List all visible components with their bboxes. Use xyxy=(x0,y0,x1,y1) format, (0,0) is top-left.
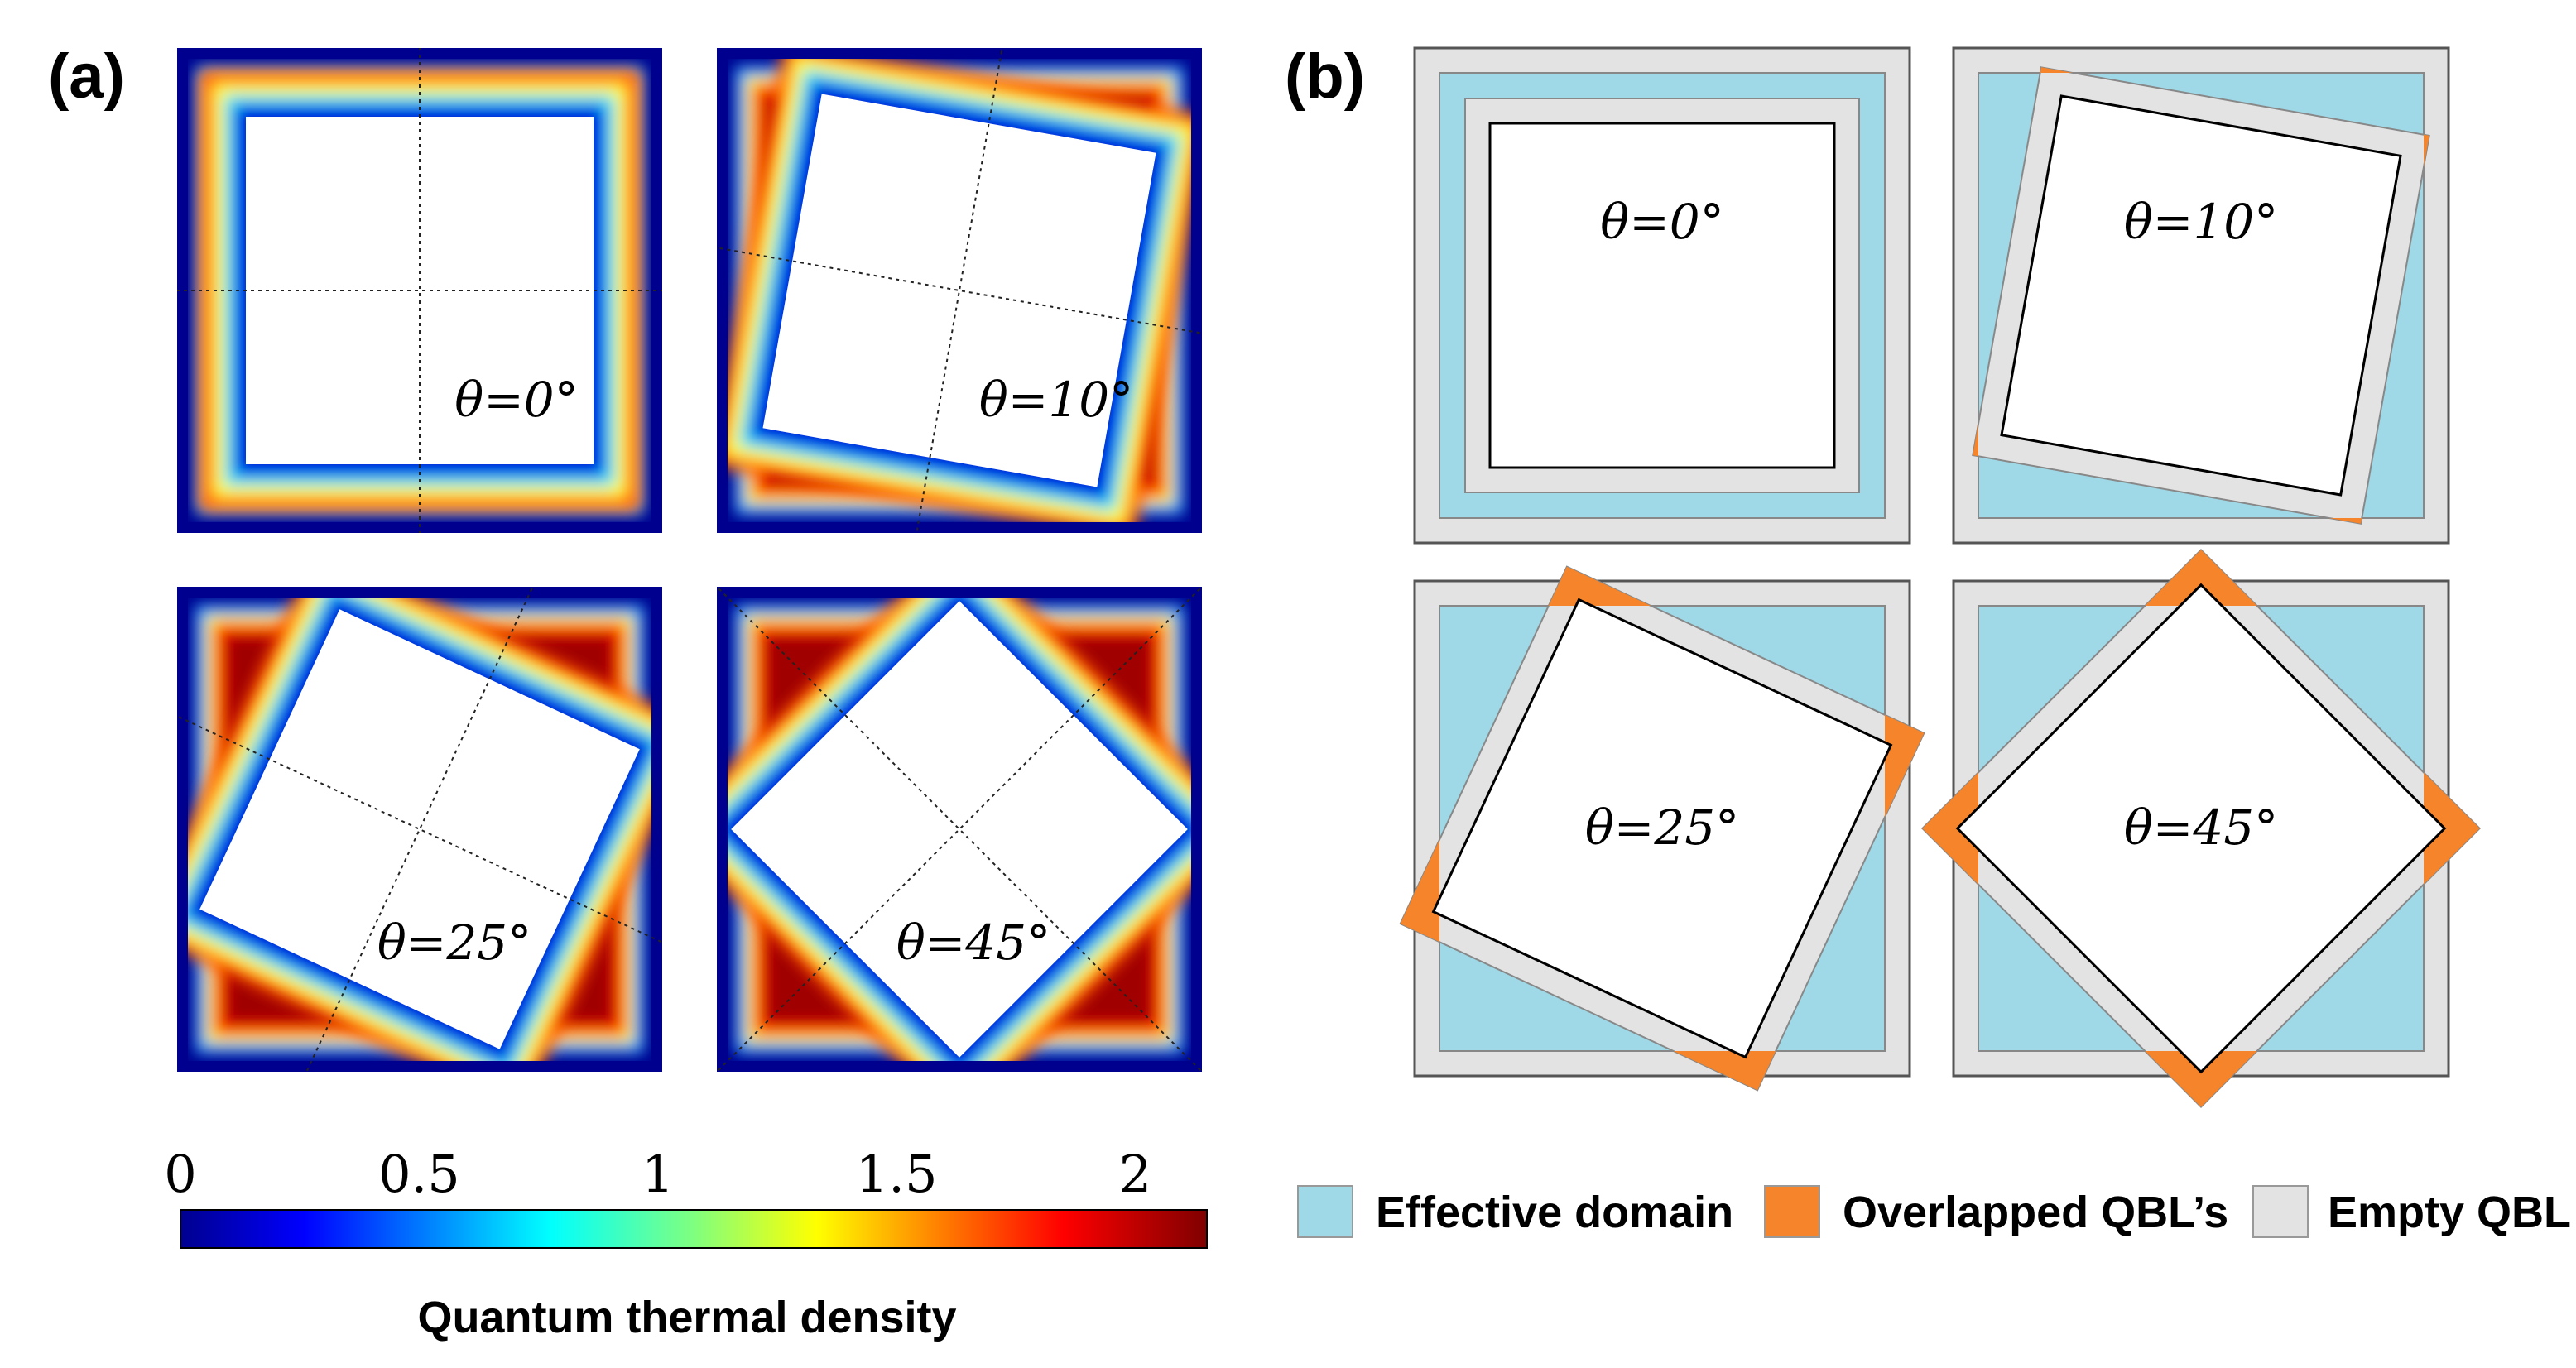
colorbar-tick-label: 0.5 xyxy=(378,1144,460,1204)
inner-square xyxy=(199,609,640,1049)
schematic-panel: θ=45° xyxy=(1920,548,2482,1109)
colorbar-gradient xyxy=(180,1209,1208,1249)
colorbar-tick-label: 1 xyxy=(642,1144,674,1204)
theta-label: θ=10° xyxy=(979,372,1133,428)
colorbar-title: Quantum thermal density xyxy=(417,1293,956,1342)
theta-label: θ=25° xyxy=(377,914,531,971)
inner-square xyxy=(1488,122,1836,469)
heatmap-panel: θ=45° xyxy=(717,587,1202,1072)
heatmap-panel: θ=25° xyxy=(177,587,662,1072)
inner-square xyxy=(762,94,1156,487)
colorbar-tick-label: 1.5 xyxy=(856,1144,938,1204)
legend-swatch-overlap xyxy=(1764,1185,1820,1238)
schematic-panel: θ=0° xyxy=(1413,46,1911,545)
legend-label-overlap: Overlapped QBL’s xyxy=(1843,1188,2228,1237)
theta-label: θ=10° xyxy=(2124,194,2278,250)
colorbar: 0 0.5 1 1.5 2 Quantum thermal density xyxy=(164,1144,1208,1342)
theta-label: θ=25° xyxy=(1585,799,1739,856)
colorbar-ticks: 0 0.5 1 1.5 2 xyxy=(164,1144,1151,1204)
inner-square xyxy=(1431,598,1893,1059)
inner-square xyxy=(246,117,594,464)
theta-label: θ=45° xyxy=(896,914,1050,971)
heatmap-panel: θ=0° xyxy=(177,48,662,533)
panel-label-b: (b) xyxy=(1285,41,1365,112)
schematic-panel: θ=25° xyxy=(1399,565,1925,1092)
inner-square xyxy=(1955,583,2447,1074)
overlapped-qbl xyxy=(1922,550,2480,1107)
legend-label-empty: Empty QBL xyxy=(2328,1188,2571,1237)
theta-label: θ=0° xyxy=(454,372,578,428)
heatmap-panel: θ=10° xyxy=(717,48,1202,533)
theta-label: θ=45° xyxy=(2124,799,2278,856)
legend: Effective domain Overlapped QBL’s Empty … xyxy=(1297,1185,2571,1238)
legend-label-effective: Effective domain xyxy=(1376,1188,1733,1237)
schematic-panel: θ=10° xyxy=(1952,46,2450,545)
colorbar-tick-label: 2 xyxy=(1119,1144,1151,1204)
panel-label-a: (a) xyxy=(48,41,125,112)
legend-swatch-effective xyxy=(1297,1185,1353,1238)
density-heatmaps: θ=0° θ=10° θ=25° θ=45° xyxy=(177,48,1202,1072)
colorbar-tick-label: 0 xyxy=(164,1144,196,1204)
qbl-schematics: θ=0° θ=10° θ=25° θ=45° xyxy=(1399,46,2482,1109)
legend-swatch-empty xyxy=(2252,1185,2309,1238)
theta-label: θ=0° xyxy=(1600,194,1723,250)
inner-square xyxy=(2000,94,2402,497)
